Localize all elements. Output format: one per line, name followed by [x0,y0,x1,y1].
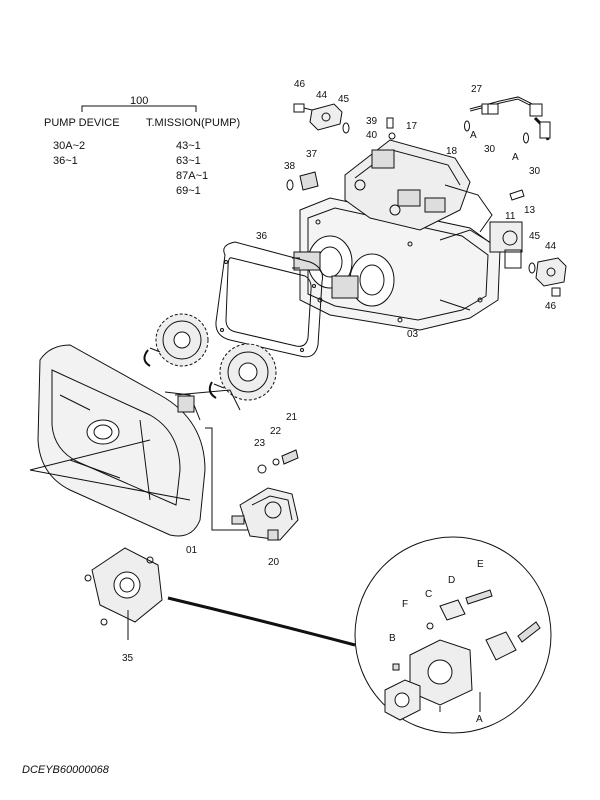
callout-13: 13 [524,205,536,216]
table-header-pump-device: PUMP DEVICE [44,117,120,129]
table-row-tm-1: 43~1 [176,140,201,152]
callout-36: 36 [256,231,268,242]
regulator-valve-block [344,139,523,269]
callout-A-right: A [512,152,519,163]
callout-01: 01 [186,545,198,556]
callout-A-top: A [470,130,477,141]
oring-45-top [342,122,350,134]
main-pump-assembly [292,197,501,331]
table-row-tm-3: 87A~1 [176,170,209,182]
gear-pump-20 [231,487,299,541]
drawing-code: DCEYB60000068 [22,764,109,776]
callout-27: 27 [471,84,483,95]
gear-lower [219,343,277,401]
detail-coupling-parts [384,589,541,721]
callout-46-right: 46 [545,301,557,312]
table-row-tm-2: 63~1 [176,155,201,167]
bolt-21 [281,449,299,465]
table-row-tm-4: 69~1 [176,185,201,197]
callout-03: 03 [407,329,419,340]
table-group-label: 100 [130,95,149,107]
table-row-pump-1: 30A~2 [53,140,86,152]
detail-label-E: E [477,559,484,570]
callout-38: 38 [284,161,296,172]
callout-22: 22 [270,426,282,437]
washer-40 [388,132,396,140]
callout-11: 11 [505,211,516,222]
table-row-pump-2: 36~1 [53,155,78,167]
detail-label-D: D [448,575,456,586]
callout-39: 39 [366,116,378,127]
cover-44-top [309,103,343,131]
detail-label-B: B [389,633,396,644]
coupling-35 [84,547,163,640]
cover-44-right [535,257,567,287]
callout-46-top: 46 [294,79,306,90]
oring-45-right [528,262,536,274]
detail-label-F: F [402,599,409,610]
callout-23: 23 [254,438,266,449]
detail-label-C: C [425,589,433,600]
table-bracket [81,105,197,112]
callout-20: 20 [268,557,280,568]
plug-37 [299,171,319,191]
table-header-transmission: T.MISSION(PUMP) [146,117,241,129]
washer-22 [272,458,280,466]
bolt-46-right [551,287,561,297]
callout-45-top: 45 [338,94,350,105]
callout-44-right: 44 [545,241,557,252]
detail-leader [167,596,356,647]
washer-38 [286,179,294,191]
callout-18: 18 [446,146,458,157]
bolt-46-top [293,103,305,113]
screw-39 [386,117,394,129]
bolt-13 [509,189,525,201]
flywheel-housing-01 [37,344,206,537]
callout-30-top: 30 [484,144,496,155]
callout-37: 37 [306,149,318,160]
callout-30-right: 30 [529,166,541,177]
detail-label-A: A [476,714,483,725]
callout-44-top: 44 [316,90,328,101]
gear-upper [155,313,209,367]
oring-23 [257,464,267,474]
callout-17: 17 [406,121,418,132]
callout-35: 35 [122,653,134,664]
callout-40: 40 [366,130,378,141]
gasket-36 [215,241,323,358]
callout-45-right: 45 [529,231,541,242]
detail-circle [354,536,552,734]
callout-21: 21 [286,412,298,423]
